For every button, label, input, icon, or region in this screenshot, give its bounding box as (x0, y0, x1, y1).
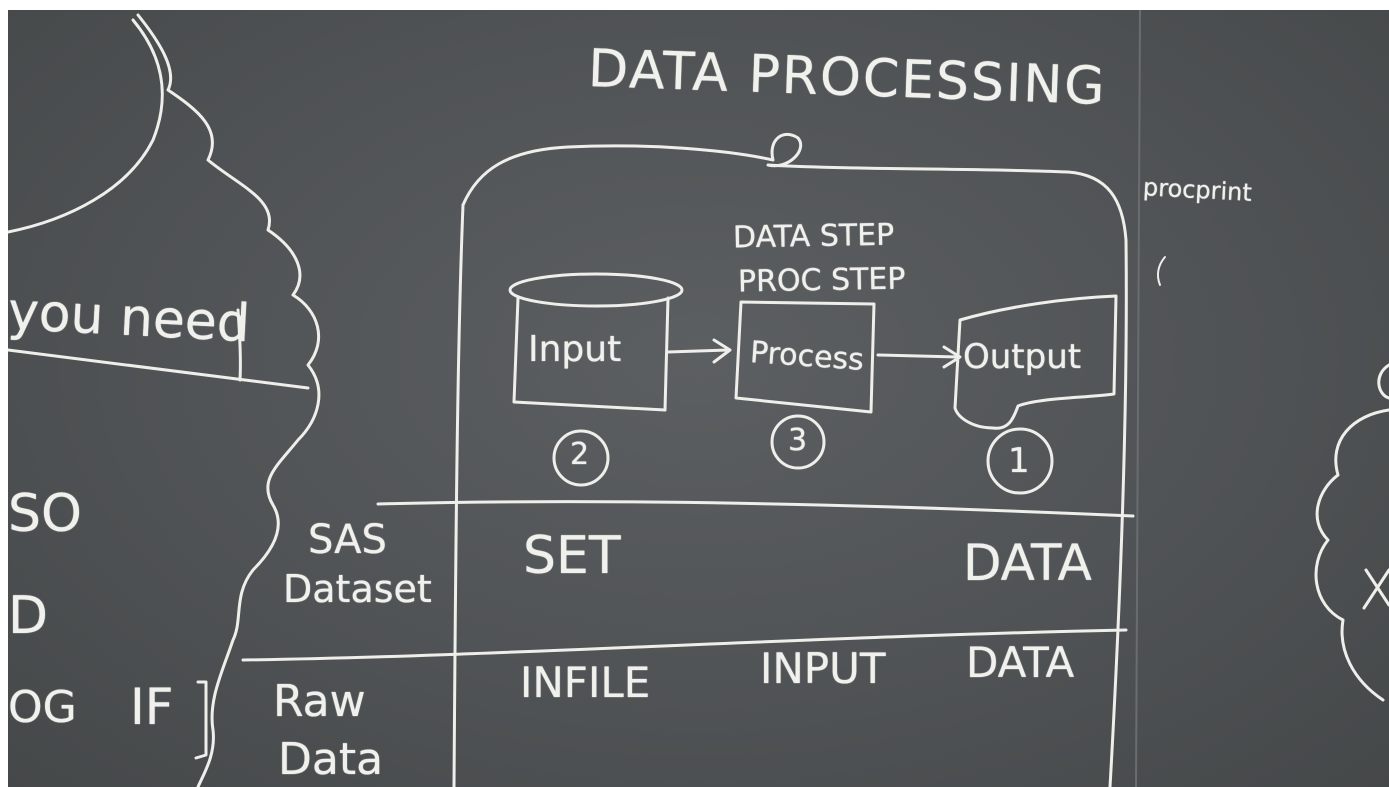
you-need-underline (8, 348, 310, 390)
chalk-drawings (8, 10, 1389, 787)
step-circle-2 (552, 429, 610, 487)
frame-outline (461, 132, 1128, 787)
d-fragment: D (8, 586, 49, 646)
og-fragment: OG (8, 682, 77, 733)
raw-infile-cell: INFILE (520, 658, 651, 707)
output-box-label: Output (963, 337, 1082, 377)
row-label-raw: Raw (273, 676, 366, 727)
left-wavy-divider (136, 13, 321, 787)
step-header-line-2: PROC STEP (737, 261, 906, 300)
step-circle-1 (986, 427, 1054, 495)
frame-left-edge (452, 203, 465, 787)
row-label-data: Data (278, 734, 384, 785)
step-number-1: 1 (1008, 441, 1030, 481)
step-number-3: 3 (788, 423, 808, 458)
left-cloud-outline (8, 18, 164, 234)
step-circle-3 (770, 414, 826, 470)
input-box-label: Input (528, 329, 622, 370)
row-label-sas: SAS (308, 517, 387, 563)
chalkboard-photo: DATA PROCESSING procprint DATA STEP PROC… (8, 10, 1389, 787)
step-header-line-1: DATA STEP (732, 217, 895, 256)
output-document-outline (953, 294, 1118, 430)
so-fragment: SO (8, 484, 82, 544)
if-bracket (194, 680, 208, 760)
process-box-outline (734, 300, 876, 414)
right-x-mark (1362, 568, 1389, 610)
arrow-input-to-process (666, 338, 732, 364)
row-rule-middle (241, 628, 1128, 662)
if-fragment: IF (130, 678, 174, 736)
step-number-2: 2 (570, 437, 590, 472)
row-rule-top (376, 500, 1135, 518)
board-seam (1135, 10, 1141, 787)
you-need-tick (236, 308, 242, 382)
input-cylinder-icon (508, 272, 684, 412)
side-note-text: procprint (1142, 173, 1253, 207)
sas-set-cell: SET (523, 526, 621, 586)
you-need-text: you need (8, 281, 252, 355)
arrow-process-to-output (876, 345, 962, 369)
right-cloud-outline (1314, 363, 1389, 702)
side-paren (1156, 256, 1166, 286)
process-box-label: Process (748, 335, 865, 378)
sas-data-cell: DATA (963, 534, 1092, 592)
raw-input-cell: INPUT (760, 644, 886, 693)
row-label-dataset: Dataset (283, 567, 432, 611)
raw-data-cell: DATA (966, 638, 1075, 687)
